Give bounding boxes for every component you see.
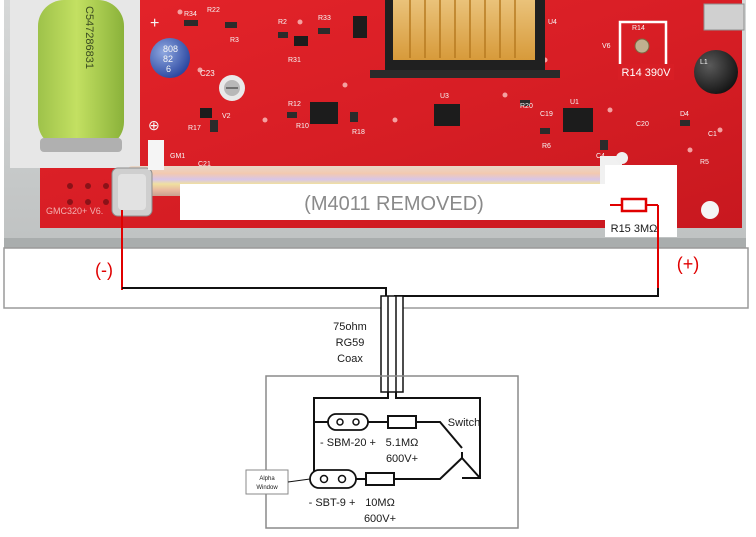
label-gm1: GM1 (170, 153, 185, 160)
lcd-flex-connector (370, 0, 560, 78)
enclosure-outline (3, 247, 749, 309)
sbt9-res-1: 10MΩ (365, 497, 395, 509)
sbm20-resistor (387, 415, 417, 429)
casing-bottom-lip (4, 238, 746, 248)
label-gmc: GMC320+ V6. (46, 206, 103, 216)
label-v6: V6 (602, 43, 611, 50)
sbm20-res-1: 5.1MΩ (386, 437, 419, 449)
plus-label: (+) (677, 254, 700, 274)
coax-label-2: RG59 (336, 337, 365, 349)
label-r31: R31 (288, 57, 301, 64)
sbm20-tube (327, 413, 369, 431)
wiring: (-) (+) 75ohm RG59 Coax (3, 205, 749, 393)
label-u4: U4 (548, 19, 557, 26)
wire-plus (394, 288, 659, 297)
cap-text-3: 6 (166, 64, 171, 74)
label-u3: U3 (440, 93, 449, 100)
label-r5: R5 (700, 159, 709, 166)
label-c1: C1 (708, 131, 717, 138)
right-bus (395, 392, 481, 479)
removed-label: (M4011 REMOVED) (304, 193, 484, 215)
alpha-pointer (287, 478, 311, 483)
sbt9-label: - SBT-9 + (309, 497, 356, 509)
sbt9-tube (309, 469, 357, 489)
sbm20-res-2: 600V+ (386, 453, 418, 465)
label-u1: U1 (570, 99, 579, 106)
label-r22: R22 (207, 7, 220, 14)
pcb-vias (177, 9, 723, 153)
coax-label-1: 75ohm (333, 321, 367, 333)
removed-label-band (180, 184, 676, 220)
alpha-label-1: Alpha (259, 476, 275, 482)
pcb-plus-mark: + (150, 15, 159, 32)
label-c21: C21 (198, 161, 211, 168)
label-r20: R20 (520, 103, 533, 110)
r14-label-bg (618, 64, 674, 80)
cap-text-2: 82 (163, 54, 173, 64)
ic-chips (200, 16, 593, 132)
probe-box (265, 375, 519, 529)
label-r34: R34 (184, 11, 197, 18)
wire-minus (122, 287, 387, 296)
coax-cable (380, 295, 404, 393)
pcb-plus-circle: ⊕ (148, 117, 160, 133)
label-c20: C20 (636, 121, 649, 128)
probe-schematic: Switch - SBM-20 + 5.1MΩ 600V+ - SBT-9 + … (245, 375, 519, 529)
switch-arm (461, 457, 481, 479)
smd-parts (184, 20, 690, 150)
battery-text: C547286831 (83, 6, 95, 69)
switch-label: Switch (448, 417, 480, 429)
coax-label-3: Coax (337, 353, 363, 365)
label-r17: R17 (188, 125, 201, 132)
label-d4: D4 (680, 111, 689, 118)
label-r10: R10 (296, 123, 309, 130)
sbt9-res-2: 600V+ (364, 513, 396, 525)
cap-text-1: 808 (163, 44, 178, 54)
label-c19: C19 (540, 111, 553, 118)
label-r3: R3 (230, 37, 239, 44)
mount-screw (219, 75, 245, 101)
label-c23: C23 (200, 69, 215, 78)
label-r2: R2 (278, 19, 287, 26)
board-holes (67, 183, 109, 205)
alpha-label-2: Window (256, 485, 278, 491)
label-v2: V2 (222, 113, 231, 120)
minus-label: (-) (95, 260, 113, 280)
battery: C547286831 (10, 0, 140, 168)
sbm20-to-switch (416, 421, 463, 449)
sbt9-to-switch (394, 457, 463, 480)
label-r14: R14 (632, 25, 645, 32)
r15-resistor-symbol (610, 197, 658, 213)
label-r12: R12 (288, 101, 301, 108)
label-r6: R6 (542, 143, 551, 150)
pcb-silkscreen: R34 R22 R33 R3 R31 R12 R10 R18 R17 R2 R2… (46, 7, 717, 216)
capacitor-c23: 808 82 6 C23 (150, 38, 215, 78)
label-l1: L1 (700, 59, 708, 66)
left-bus (313, 392, 389, 478)
device-photo: C547286831 808 82 6 C23 (4, 0, 746, 248)
inductor-l1 (694, 50, 738, 94)
label-r33: R33 (318, 15, 331, 22)
sbm20-label: - SBM-20 + (320, 437, 376, 449)
r14-label: R14 390V (622, 67, 672, 79)
r14-part (634, 38, 650, 54)
sbt9-resistor (365, 472, 395, 486)
usb-connector (703, 3, 745, 31)
label-r18: R18 (352, 129, 365, 136)
r15-label: R15 3MΩ (611, 223, 658, 235)
